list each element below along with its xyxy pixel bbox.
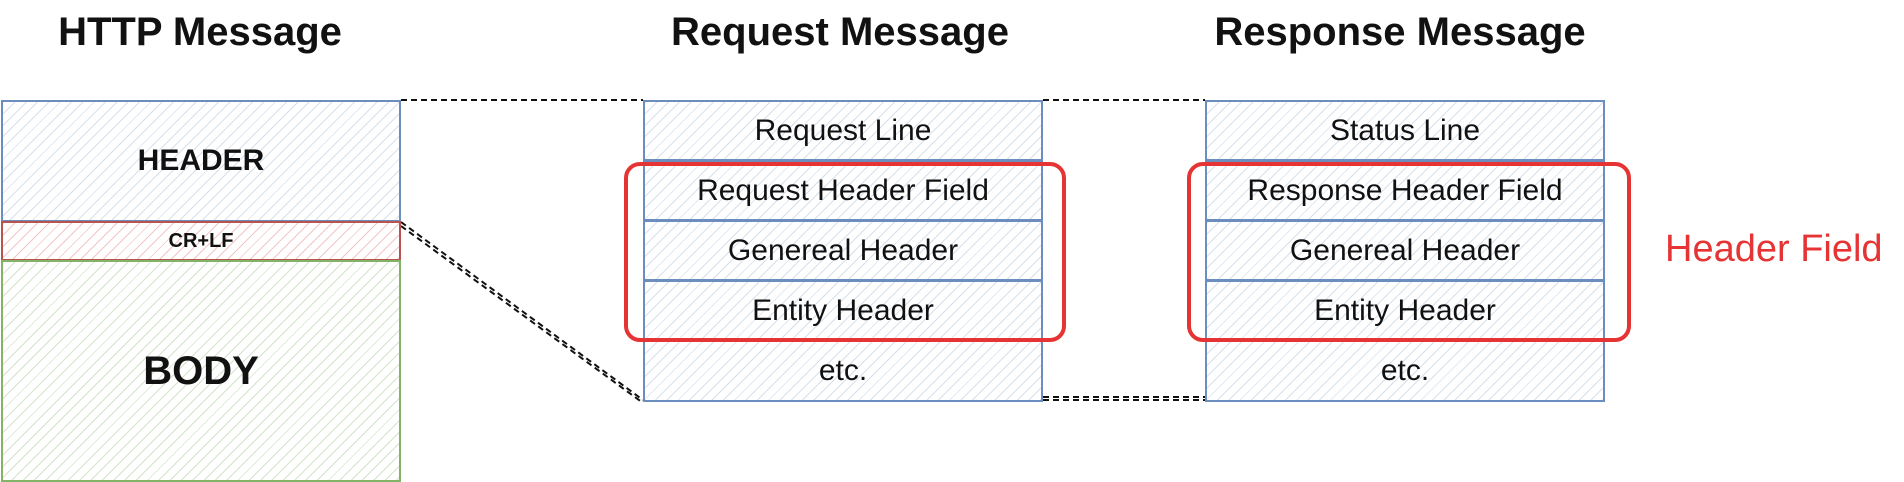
http-message-title: HTTP Message [58,10,342,54]
request-header-field-highlight [624,162,1066,342]
request-message-title: Request Message [671,10,1009,54]
response-etc-row: etc. [1205,340,1605,402]
http-header-block: HEADER [1,100,401,222]
http-crlf-block: CR+LF [1,221,401,261]
http-body-block: BODY [1,260,401,482]
header-field-legend-label: Header Field [1665,228,1883,270]
status-line-row: Status Line [1205,100,1605,161]
request-entity-header-row: Entity Header [643,280,1043,341]
response-header-field-row: Response Header Field [1205,160,1605,221]
request-header-field-row: Request Header Field [643,160,1043,221]
response-entity-header-row: Entity Header [1205,280,1605,341]
response-message-title: Response Message [1214,10,1586,54]
connector-crlf-to-etc-shadow [400,225,644,404]
connector-crlf-to-etc [400,221,644,401]
response-general-header-row: Genereal Header [1205,220,1605,281]
request-general-header-row: Genereal Header [643,220,1043,281]
response-header-field-highlight [1187,162,1631,342]
request-line-row: Request Line [643,100,1043,161]
request-etc-row: etc. [643,340,1043,402]
